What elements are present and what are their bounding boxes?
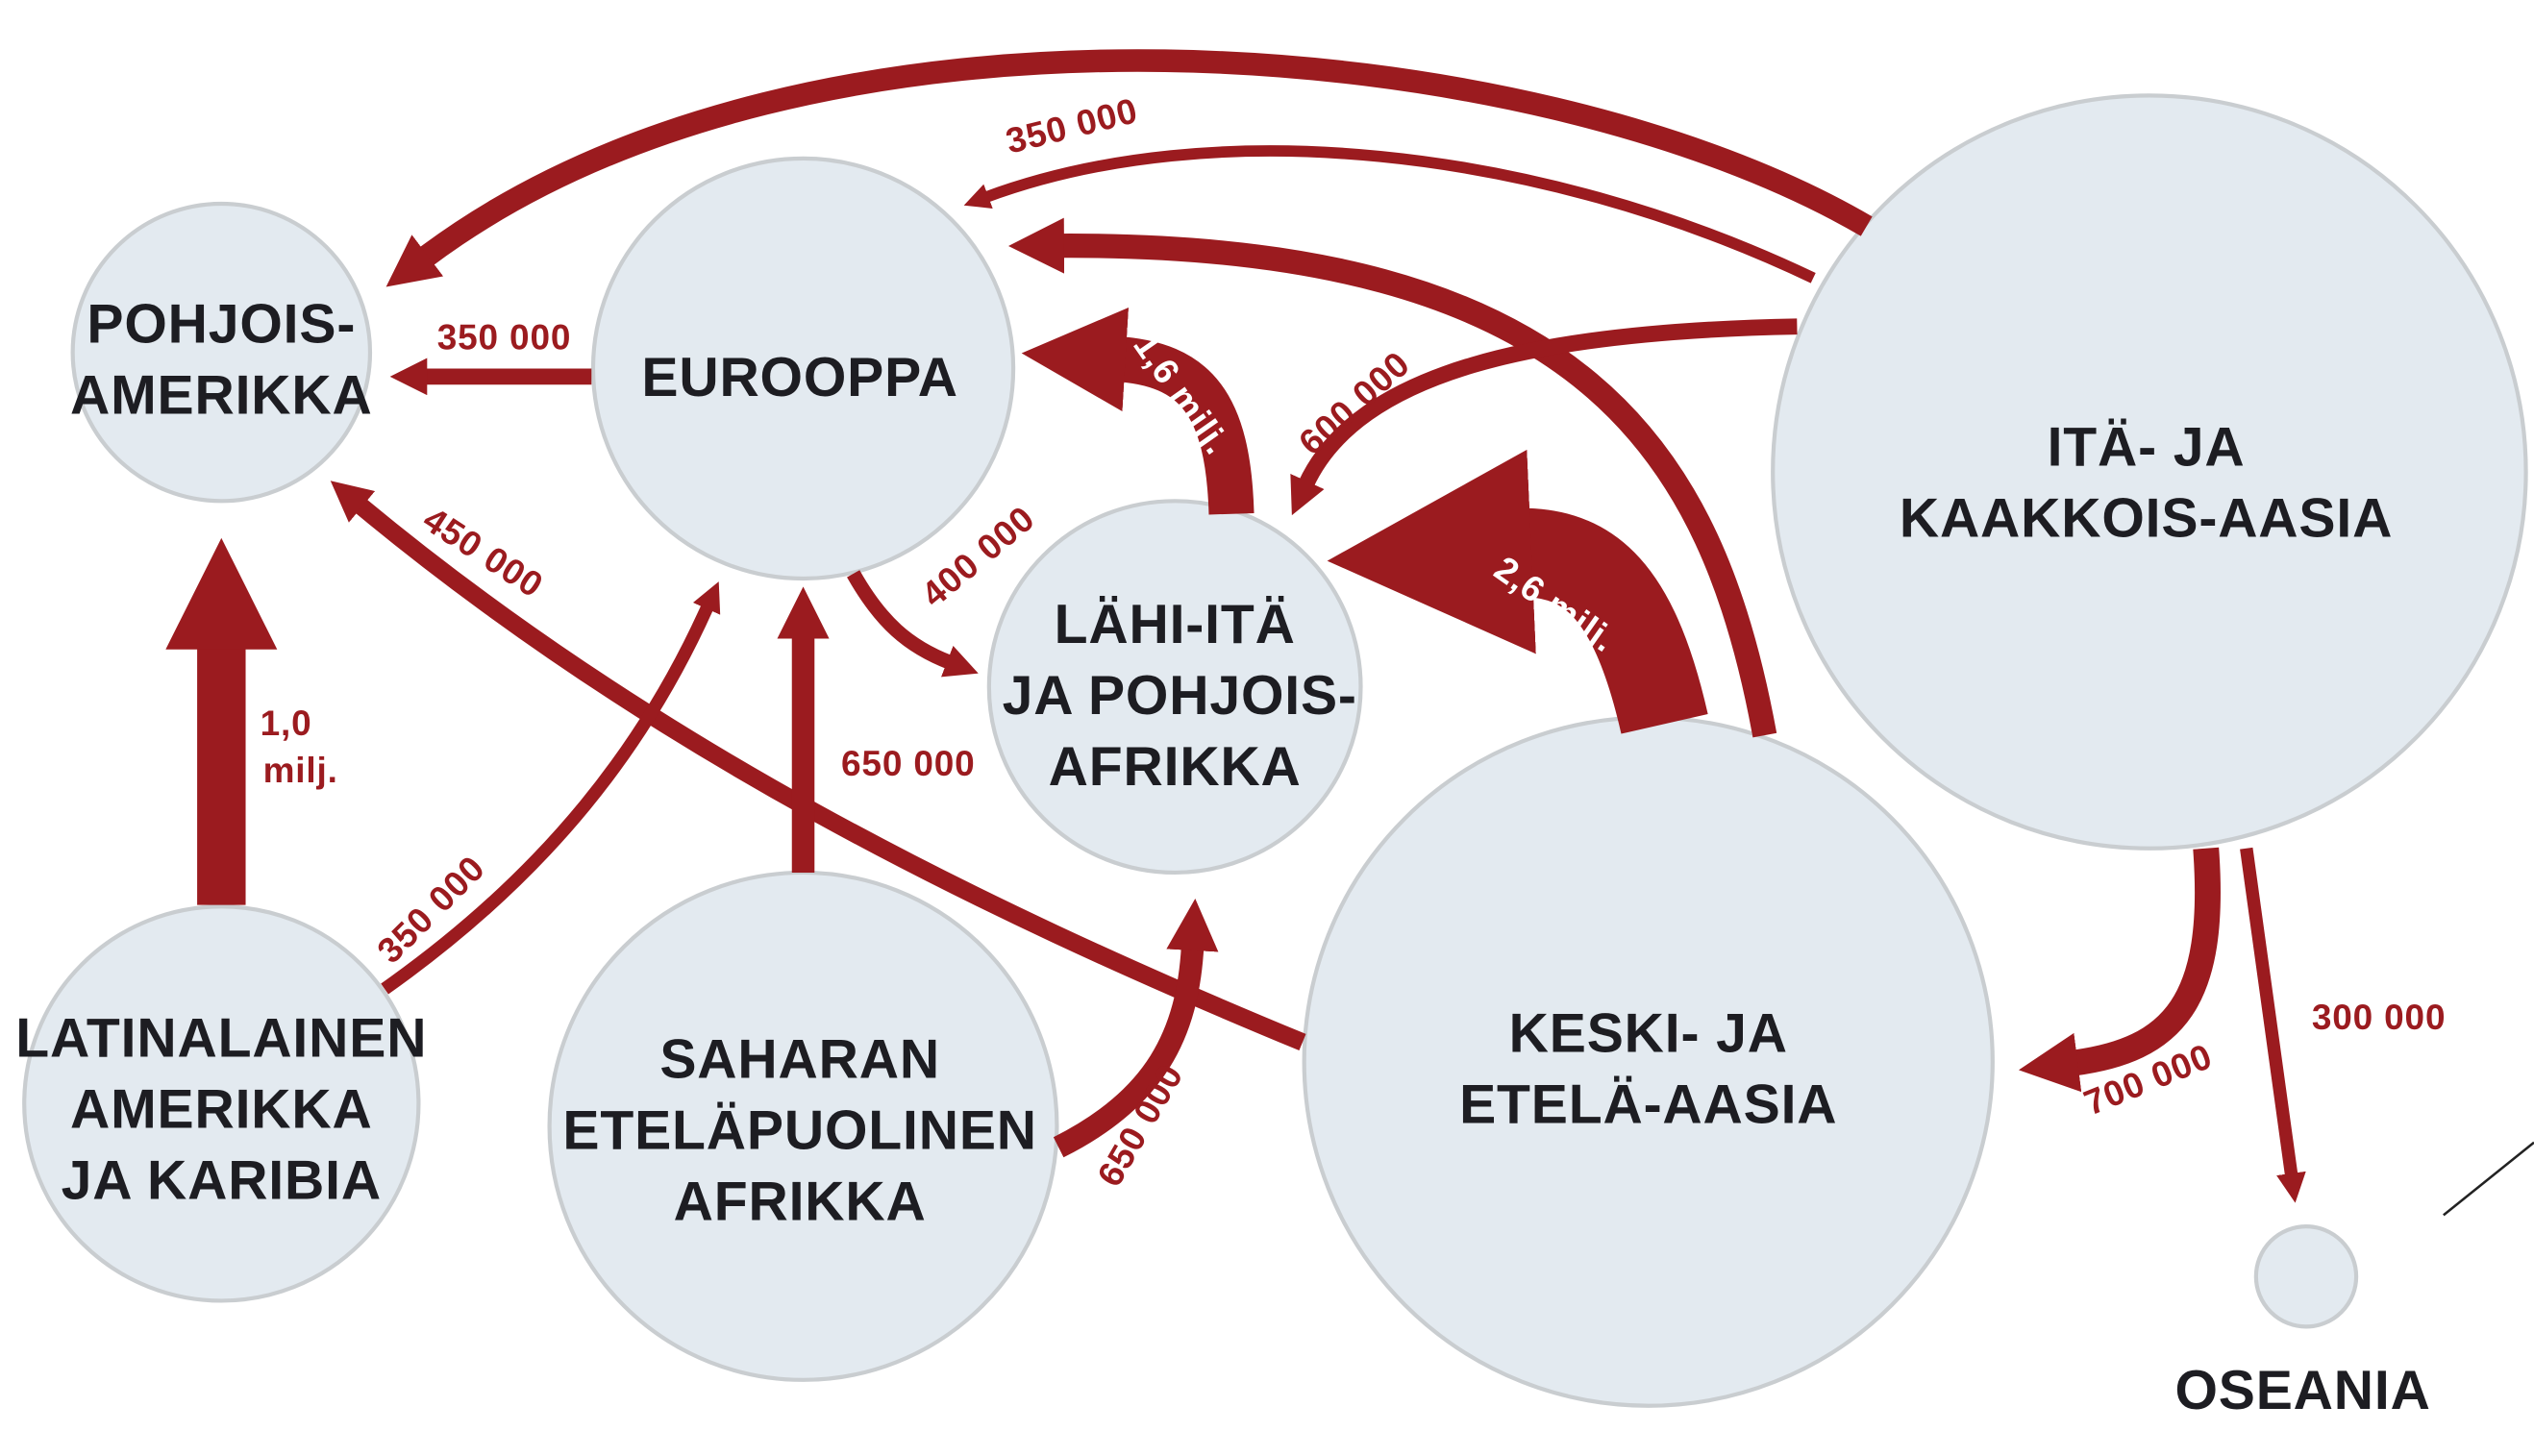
flow-label: 650 000 [841, 744, 976, 783]
flow-label: 350 000 [1002, 90, 1141, 161]
node-eurooppa [590, 156, 1016, 581]
flow-label: 450 000 [416, 500, 550, 605]
flow-lahiita-eurooppa [1021, 307, 1255, 515]
flow-label: 300 000 [2312, 998, 2447, 1037]
flow-ita-pohjoisamerikka [385, 49, 1873, 287]
node-lahi-ita [986, 499, 1363, 876]
flow-latinalainen-eurooppa [381, 581, 721, 995]
flow-label: 1,0 [261, 703, 312, 743]
flow-ita-oseania [2240, 847, 2306, 1203]
flow-keski-lahiita [1327, 449, 1708, 734]
node-ita-aasia [1771, 93, 2528, 851]
node-oseania [2253, 1224, 2359, 1329]
flow-label: 350 000 [437, 317, 572, 357]
node-pohjois-amerikka [70, 201, 373, 504]
node-latinalainen [22, 904, 421, 1303]
flow-ita-keski [2018, 847, 2221, 1093]
flow-ita-lahiita [1290, 318, 1798, 516]
flow-label: 650 000 [1069, 13, 1204, 53]
node-label-eurooppa: EUROOPPA [641, 347, 958, 408]
decorative-line [2443, 1141, 2534, 1217]
flow-eurooppa-lahiita [847, 570, 979, 678]
flow-ita-eurooppa [963, 145, 1816, 284]
node-label-pohjois-amerikka: POHJOIS-AMERIKKA [70, 294, 373, 427]
flow-saharan-lahiita [1053, 898, 1219, 1158]
flow-label: milj. [263, 751, 338, 790]
node-label-oseania: OSEANIA [2174, 1360, 2430, 1421]
flow-keski-eurooppa [1007, 217, 1777, 738]
